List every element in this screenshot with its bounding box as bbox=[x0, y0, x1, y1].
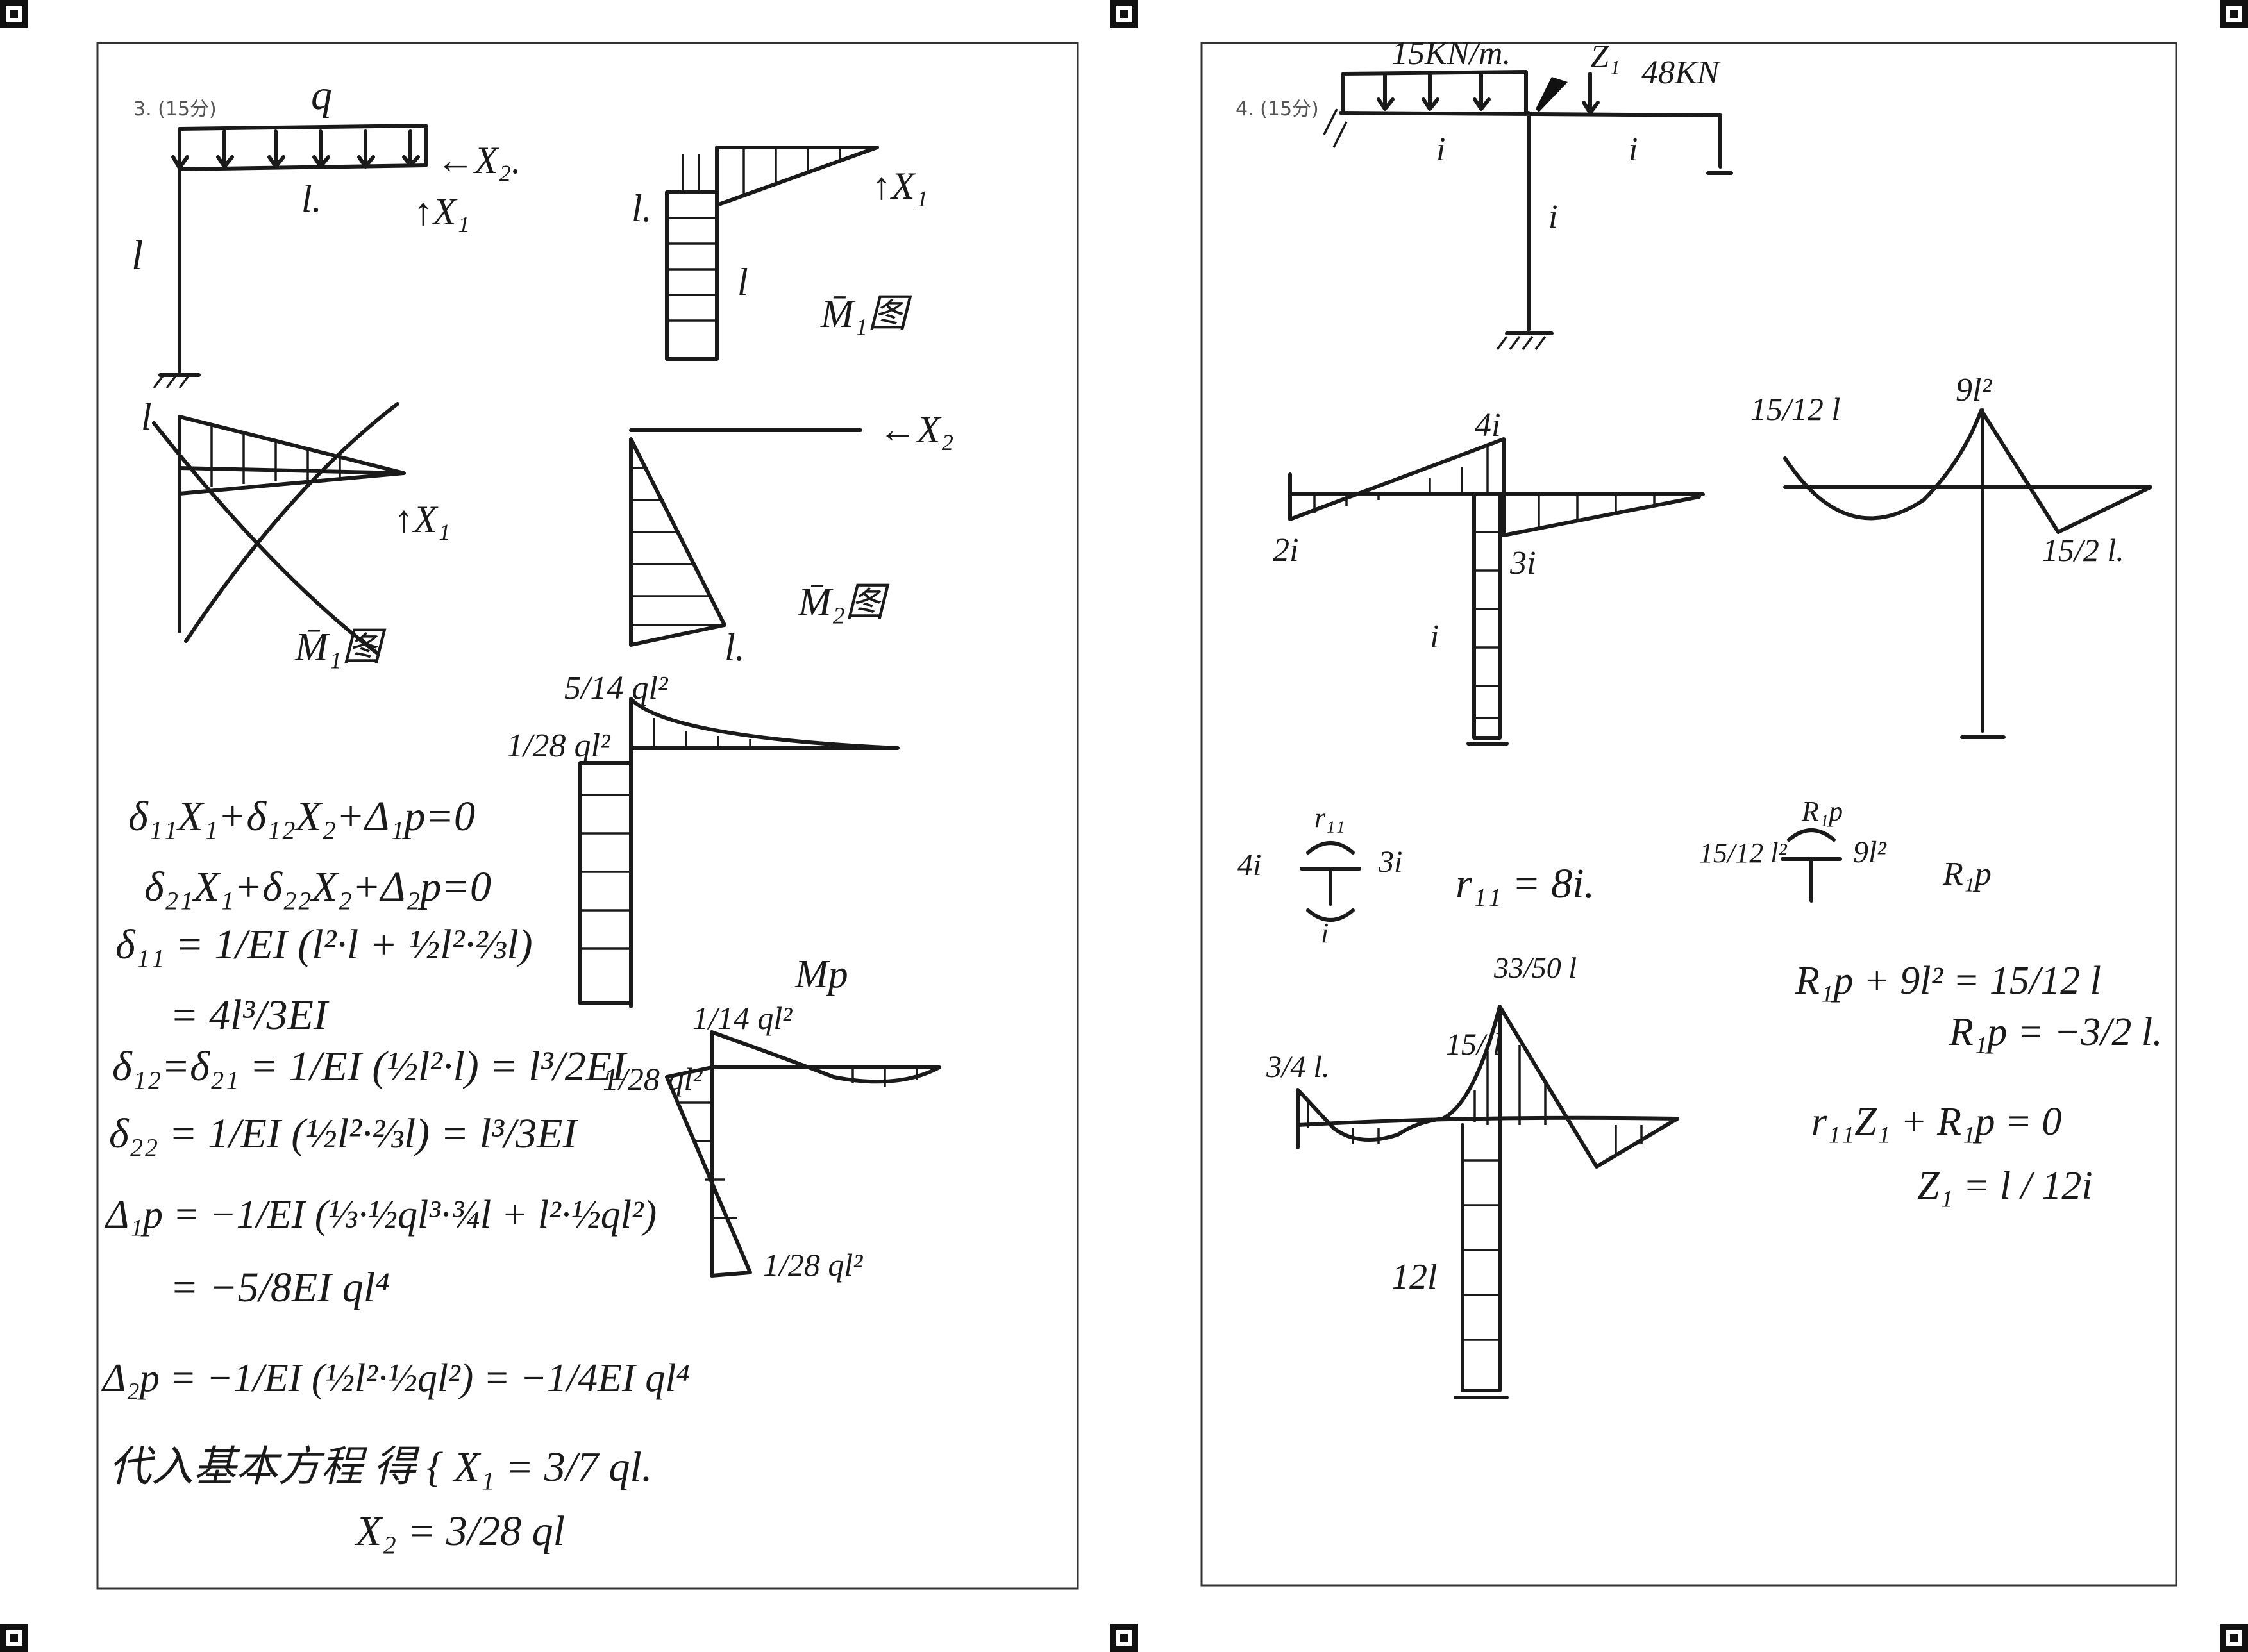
force-label: 48KN bbox=[1641, 54, 1722, 91]
value-label: 15/12 l bbox=[1750, 391, 1840, 427]
diagram-title: Mp bbox=[794, 953, 848, 996]
value-label: 3i bbox=[1509, 545, 1536, 581]
equation-line: Δ₁p = −1/EI (⅓·½ql³·¾l + l²·½ql²) bbox=[104, 1193, 657, 1237]
equation-line: r₁₁ = 8i. bbox=[1455, 860, 1595, 907]
x2-label: ←X₂ bbox=[878, 408, 954, 451]
x1-label: ↑X₁ bbox=[394, 498, 451, 540]
mp-diagram-upper: 5/14 ql² 1/28 ql² bbox=[507, 670, 900, 1008]
value-label: 9l² bbox=[1956, 372, 1992, 408]
m2-diagram: ←X₂ l. M̄₂图 bbox=[629, 408, 954, 669]
problem-3-equations: δ₁₁X₁+δ₁₂X₂+Δ₁p=0 δ₂₁X₁+δ₂₂X₂+Δ₂p=0 δ₁₁ … bbox=[101, 793, 690, 1555]
problem-4-mp-diagram: 15/12 l 9l² 15/2 l. bbox=[1750, 372, 2152, 739]
x1-label: ↑X₁ bbox=[414, 190, 470, 233]
value-label: 12l bbox=[1391, 1257, 1438, 1297]
mp-diagram-lower: Mp 1/14 ql² 1/28 ql² 1/28 ql² bbox=[603, 953, 941, 1283]
equation-line: 代入基本方程 得 { X₁ = 3/7 ql. bbox=[109, 1444, 652, 1490]
problem-4-final-moment-diagram: 3/4 l. 15/ l 33/50 l 12l bbox=[1266, 951, 1679, 1399]
problem-3-label: 3. (15分) bbox=[133, 98, 217, 121]
label: R₁p bbox=[1942, 856, 1992, 892]
diagram-title: M̄₁图 bbox=[294, 626, 387, 669]
value-label: 3/4 l. bbox=[1266, 1050, 1330, 1084]
m1-diagram: l ↑X₁ M̄₁图 bbox=[141, 396, 451, 669]
problem-4-frame: 15KN/m. Z₁ 48KN i i i bbox=[1323, 35, 1733, 351]
node-equilibrium-r1p: R₁p 15/12 l² 9l² R₁p bbox=[1699, 796, 1992, 903]
equation-line: Z₁ = l / 12i bbox=[1917, 1164, 2093, 1208]
stiffness-label: i bbox=[1436, 131, 1445, 168]
equation-line: δ₁₂=δ₂₁ = 1/EI (½l²·l) = l³/2EI bbox=[112, 1043, 628, 1090]
problem-4-m1-diagram: 4i 2i 3i i bbox=[1273, 407, 1705, 746]
label: i bbox=[1321, 917, 1329, 949]
label: R₁p bbox=[1801, 796, 1843, 827]
problem-4-label: 4. (15分) bbox=[1236, 98, 1319, 121]
equation-line: Δ₂p = −1/EI (½l²·½ql²) = −1/4EI ql⁴ bbox=[101, 1356, 690, 1400]
answer-box-problem-4 bbox=[1200, 42, 2177, 1587]
problem-3-frame: q l. ↑X₁ ←X₂. l bbox=[131, 72, 521, 389]
value-label: 15/2 l. bbox=[2042, 532, 2124, 568]
value-label: 4i bbox=[1475, 407, 1500, 444]
x2-label: ←X₂. bbox=[436, 139, 521, 181]
load-q-label: q bbox=[311, 72, 332, 119]
equation-line: δ₁₁ = 1/EI (l²·l + ½l²·⅔l) bbox=[115, 921, 533, 968]
value-label: i bbox=[1430, 619, 1439, 655]
height-label: l bbox=[131, 232, 143, 279]
value-label: 1/28 ql² bbox=[763, 1247, 863, 1283]
value-label: 1/14 ql² bbox=[692, 1000, 793, 1036]
stiffness-label: i bbox=[1548, 199, 1557, 235]
equation-line: = −5/8EI ql⁴ bbox=[170, 1264, 390, 1311]
equation-line: r₁₁Z₁ + R₁p = 0 bbox=[1811, 1100, 2061, 1144]
label: l bbox=[141, 396, 152, 438]
load-label: 15KN/m. bbox=[1391, 35, 1511, 72]
stiffness-label: i bbox=[1629, 131, 1638, 168]
x1-label: ↑X₁ bbox=[872, 165, 928, 207]
value-label: 1/28 ql² bbox=[507, 728, 611, 764]
value-label: 1/28 ql² bbox=[603, 1061, 703, 1097]
equation-line: = 4l³/3EI bbox=[170, 992, 330, 1039]
answer-box-problem-3 bbox=[96, 42, 1079, 1590]
z1-label: Z₁ bbox=[1590, 38, 1620, 75]
m1-bar-diagram-top: l. l ↑X₁ M̄₁图 bbox=[632, 146, 928, 361]
label: l. bbox=[632, 187, 652, 229]
equation-line: δ₁₁X₁+δ₁₂X₂+Δ₁p=0 bbox=[128, 793, 475, 840]
label: l bbox=[737, 261, 748, 303]
diagram-title: M̄₂图 bbox=[798, 581, 890, 624]
label: r₁₁ bbox=[1314, 802, 1345, 833]
label: 4i bbox=[1237, 848, 1261, 882]
label: 9l² bbox=[1853, 835, 1887, 869]
problem-4-equations: R₁p + 9l² = 15/12 l R₁p = −3/2 l. r₁₁Z₁ … bbox=[1795, 959, 2163, 1208]
equation-line: R₁p + 9l² = 15/12 l bbox=[1795, 959, 2101, 1003]
node-equilibrium-r11: r₁₁ 4i 3i i r₁₁ = 8i. bbox=[1237, 802, 1595, 949]
equation-line: X₂ = 3/28 ql bbox=[354, 1508, 565, 1555]
rigid-arm-constraint-icon bbox=[1536, 77, 1568, 112]
label: l. bbox=[725, 626, 745, 669]
value-label: 5/14 ql² bbox=[564, 670, 669, 706]
value-label: 33/50 l bbox=[1493, 951, 1577, 984]
equation-line: δ₂₁X₁+δ₂₂X₂+Δ₂p=0 bbox=[144, 864, 491, 910]
span-label: l. bbox=[301, 178, 322, 220]
value-label: 2i bbox=[1273, 532, 1298, 569]
label: 15/12 l² bbox=[1699, 837, 1787, 869]
equation-line: R₁p = −3/2 l. bbox=[1949, 1010, 2163, 1054]
value-label: 15/ l bbox=[1446, 1028, 1502, 1062]
label: 3i bbox=[1378, 845, 1402, 879]
equation-line: δ₂₂ = 1/EI (½l²·⅔l) = l³/3EI bbox=[109, 1110, 578, 1157]
diagram-title: M̄₁图 bbox=[820, 292, 912, 336]
